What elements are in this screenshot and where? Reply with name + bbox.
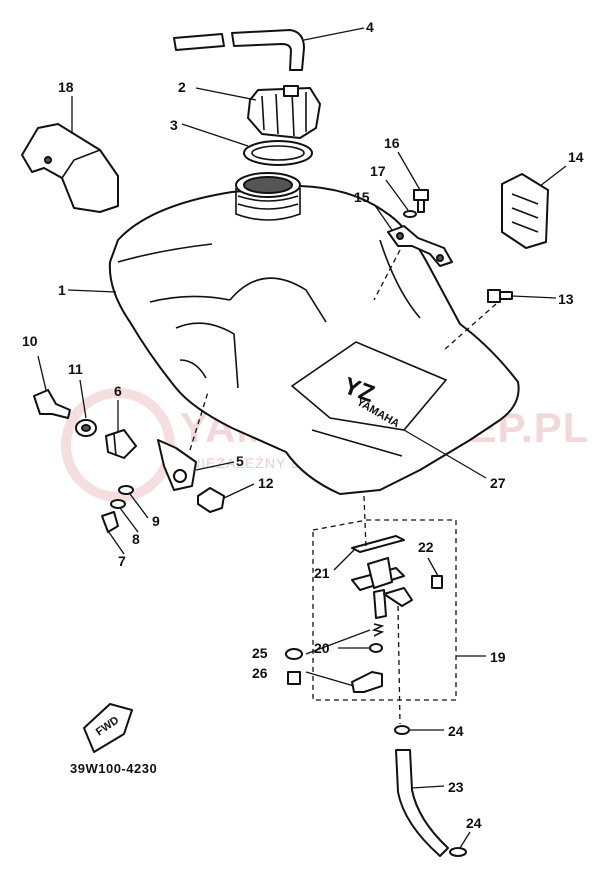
- washer-25: [285, 648, 303, 660]
- tank-bracket: [387, 225, 453, 267]
- bracket-5: [157, 439, 197, 491]
- washer-11: [75, 419, 97, 437]
- spring-20: [369, 623, 385, 653]
- mount-bolt-10: [33, 389, 71, 419]
- damper-12: [197, 487, 225, 513]
- callout-15: 15: [354, 189, 370, 205]
- callout-6: 6: [114, 383, 122, 399]
- fuel-cock-group-outline: [312, 519, 457, 701]
- cap-gasket: [243, 140, 313, 166]
- bracket-bolt: [413, 189, 429, 213]
- callout-2: 2: [178, 79, 186, 95]
- callout-13: 13: [558, 291, 574, 307]
- fuel-hose: [395, 749, 449, 857]
- callout-17: 17: [370, 163, 386, 179]
- clip-24-bottom: [449, 847, 467, 857]
- callout-18: 18: [58, 79, 74, 95]
- callout-19: 19: [490, 649, 506, 665]
- callout-26: 26: [252, 665, 268, 681]
- damper-pad: [501, 173, 549, 249]
- callout-4: 4: [366, 19, 374, 35]
- callout-11: 11: [68, 361, 83, 377]
- callout-24-bottom: 24: [466, 815, 482, 831]
- callout-5: 5: [236, 453, 244, 469]
- callout-7: 7: [118, 553, 126, 569]
- callout-14: 14: [568, 149, 584, 165]
- lever-plate: [351, 671, 383, 693]
- cock-gasket: [351, 535, 405, 553]
- bolt-7: [101, 511, 119, 533]
- mount-bolt: [487, 289, 513, 303]
- bracket-washer: [403, 210, 417, 218]
- callout-23: 23: [448, 779, 464, 795]
- callout-24-top: 24: [448, 723, 464, 739]
- callout-10: 10: [22, 333, 38, 349]
- fuel-tank: YZ YAMAHA: [108, 172, 520, 495]
- callout-20: 20: [314, 640, 330, 656]
- screw-26: [287, 671, 301, 685]
- callout-9: 9: [152, 513, 160, 529]
- callout-1: 1: [58, 282, 66, 298]
- washer-8: [110, 499, 126, 509]
- callout-8: 8: [132, 531, 140, 547]
- screw-22: [431, 575, 443, 589]
- diagram-code: 39W100-4230: [70, 761, 157, 776]
- callout-25: 25: [252, 645, 268, 661]
- fuel-cock: [351, 557, 413, 619]
- callouts: 1 2 3 4 5 6 7 8 9 10 11 12 13 14 15 16 1…: [22, 19, 584, 831]
- leader-lines: [37, 27, 567, 849]
- callout-12: 12: [258, 475, 274, 491]
- callout-27: 27: [490, 475, 506, 491]
- damper-6: [105, 429, 137, 459]
- callout-21: 21: [314, 565, 330, 581]
- fuel-cap: [247, 85, 321, 139]
- callout-3: 3: [170, 117, 178, 133]
- fwd-arrow: FWD: [83, 703, 133, 753]
- clip-24-top: [394, 725, 410, 735]
- breather-hose: [173, 29, 305, 71]
- collar-9: [118, 485, 134, 495]
- callout-22: 22: [418, 539, 434, 555]
- tank-cover: [21, 123, 119, 213]
- callout-16: 16: [384, 135, 400, 151]
